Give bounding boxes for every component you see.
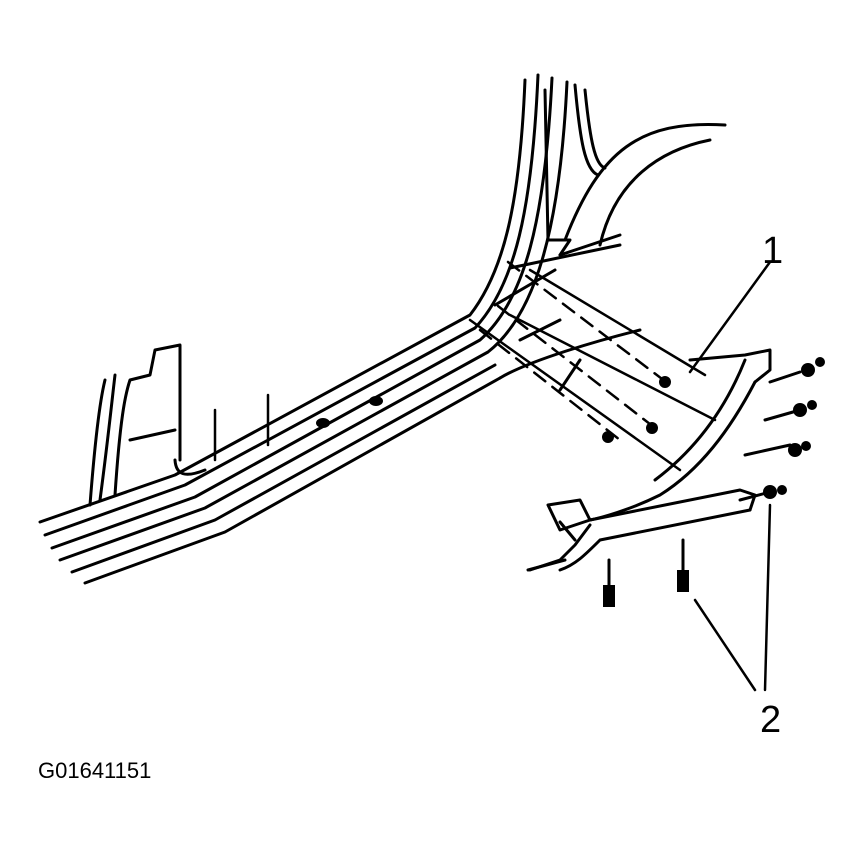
door-frame-left: [88, 343, 270, 507]
guide-lines: [468, 268, 717, 472]
callout-label-1: 1: [762, 230, 784, 272]
callout-label-2: 2: [760, 699, 782, 741]
leader-lines: [688, 260, 772, 692]
fasteners: [602, 357, 825, 607]
pillar-upper: [493, 83, 727, 392]
sill-holes: [316, 396, 383, 428]
molding-part: [526, 348, 772, 572]
alignment-lines: [478, 260, 672, 442]
rocker-sill: [38, 73, 642, 585]
figure-id: G01641151: [38, 758, 152, 783]
